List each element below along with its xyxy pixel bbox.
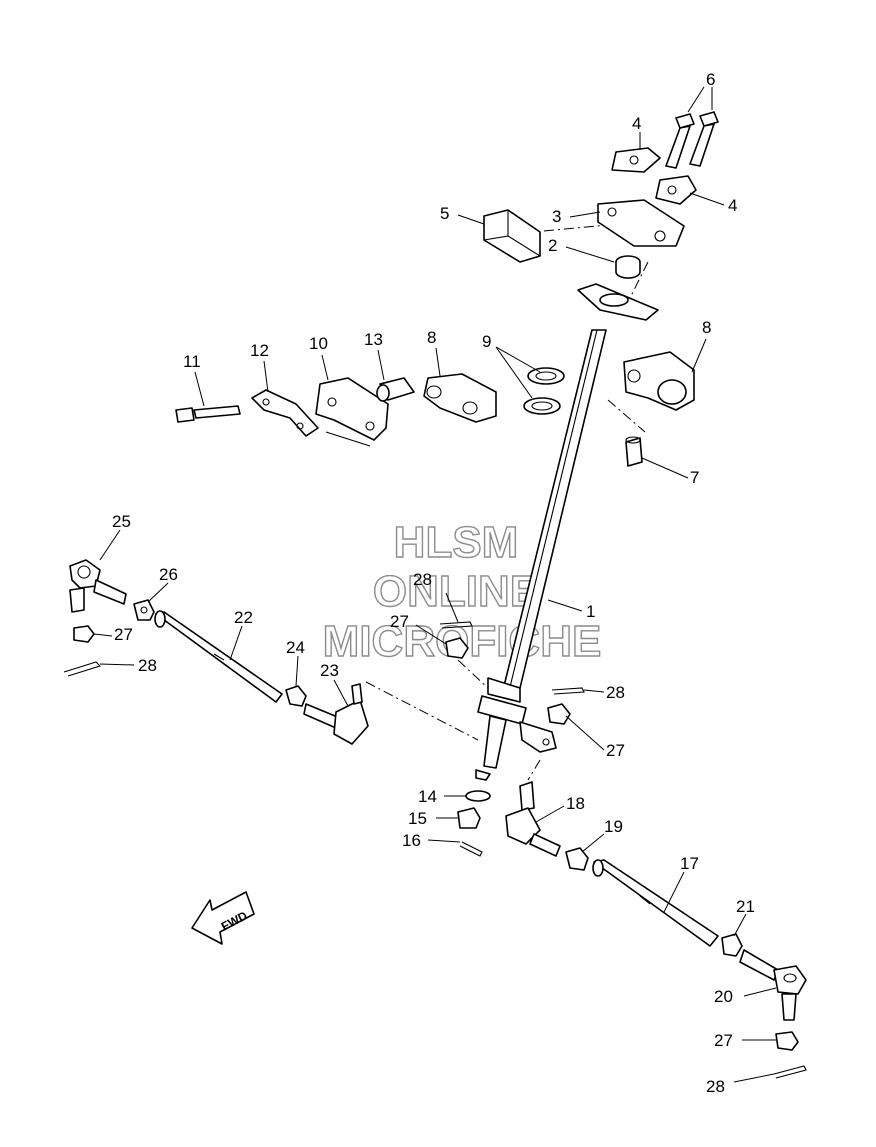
watermark-line-2: ONLINE [373,567,539,616]
label-part-14: 14 [418,787,437,806]
label-part-2: 2 [548,236,557,255]
watermark-line-1: HLSM [394,518,519,567]
label-part-21: 21 [736,897,755,916]
label-part-12: 12 [250,341,269,360]
part-labels: 6 4 4 3 5 2 8 7 11 12 10 13 8 9 1 25 26 … [112,70,755,1096]
label-part-27-bottom: 27 [714,1031,733,1050]
right-holder [623,351,695,467]
label-part-26: 26 [159,565,178,584]
label-part-15: 15 [408,809,427,828]
label-part-28-left: 28 [138,656,157,675]
label-part-1: 1 [586,602,595,621]
fwd-arrow-icon: FWD [191,891,255,945]
label-part-7: 7 [690,468,699,487]
label-part-3: 3 [552,207,561,226]
label-part-28-bottom: 28 [706,1077,725,1096]
label-part-27-left: 27 [114,625,133,644]
label-part-22: 22 [234,608,253,627]
upper-clamp-assembly [483,111,719,279]
label-part-27-right: 27 [606,741,625,760]
label-part-6: 6 [706,70,715,89]
label-part-11: 11 [183,352,201,371]
label-part-19: 19 [604,817,623,836]
label-part-27-center: 27 [390,612,409,631]
label-part-23: 23 [320,661,339,680]
label-part-24: 24 [286,638,305,657]
label-part-25: 25 [112,512,131,531]
steering-column [475,283,659,781]
label-part-4-upper: 4 [632,114,641,133]
leader-lines [93,86,777,1083]
label-part-8-right: 8 [702,318,711,337]
center-small-parts [439,621,585,857]
label-part-8-middle: 8 [427,328,436,347]
label-part-13: 13 [364,330,383,349]
label-part-4-lower: 4 [728,196,737,215]
right-tie-rod-assembly [505,781,807,1079]
label-part-10: 10 [309,334,328,353]
label-part-17: 17 [680,854,699,873]
label-part-5: 5 [440,204,449,223]
label-part-28-center: 28 [413,570,432,589]
middle-parts [175,367,565,447]
label-part-16: 16 [402,831,421,850]
left-tie-rod-assembly [63,559,369,745]
label-part-20: 20 [714,987,733,1006]
label-part-28-right: 28 [606,683,625,702]
label-part-9: 9 [482,332,491,351]
label-part-18: 18 [566,794,585,813]
